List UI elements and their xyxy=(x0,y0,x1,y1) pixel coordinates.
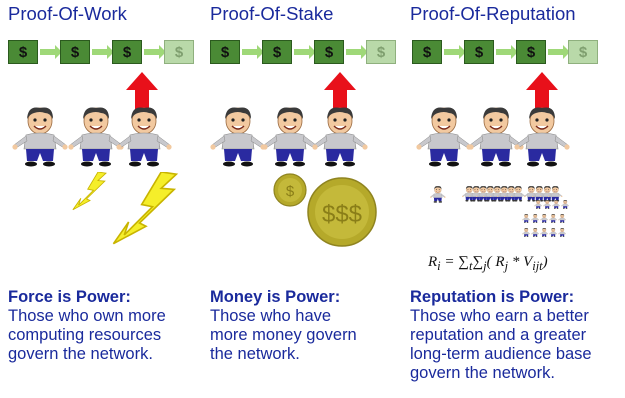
mini-person-icon xyxy=(558,228,566,237)
mini-person-icon xyxy=(549,214,557,223)
reputation-formula: Ri = ∑t∑j( Rj * Vijt) xyxy=(428,254,548,273)
caption-line: more money govern xyxy=(210,326,357,344)
caption-line: reputation and a greater xyxy=(410,326,587,344)
pending-block-icon: $ xyxy=(164,40,194,64)
pending-block-icon: $ xyxy=(366,40,396,64)
caption-heading: Force is Power: xyxy=(8,288,131,306)
caption-line: Those who earn a better xyxy=(410,307,589,325)
dollar-block-icon: $ xyxy=(112,40,142,64)
person-icon xyxy=(12,107,68,167)
caption-line: computing resources xyxy=(8,326,162,344)
person-icon xyxy=(210,107,266,167)
dollar-block-icon: $ xyxy=(60,40,90,64)
lightning-bolt-icon xyxy=(110,172,182,248)
red-up-arrow-icon xyxy=(126,72,158,112)
caption-heading: Money is Power: xyxy=(210,288,341,306)
audience-crowds xyxy=(410,184,622,248)
lightning-bolt-icon xyxy=(72,172,108,212)
dollar-block-icon: $ xyxy=(314,40,344,64)
mini-person-icon xyxy=(522,228,530,237)
chain-link-icon xyxy=(346,45,368,59)
chain-link-icon xyxy=(496,45,518,59)
mini-person-icon xyxy=(430,186,446,203)
mini-person-icon xyxy=(561,200,569,209)
caption-line: long-term audience base xyxy=(410,345,592,363)
dollar-block-icon: $ xyxy=(412,40,442,64)
mini-person-icon xyxy=(531,228,539,237)
mini-person-icon xyxy=(522,214,530,223)
mini-person-icon xyxy=(552,200,560,209)
panel-proof-of-reputation: Proof-Of-Reputation $ $ $ $ Ri = ∑t∑j( R… xyxy=(410,0,622,398)
caption: Force is Power: Those who own more compu… xyxy=(8,288,166,364)
panel-proof-of-stake: Proof-Of-Stake $ $ $ $ $ $$$ Money is Po… xyxy=(210,0,400,398)
chain-link-icon xyxy=(444,45,466,59)
caption-line: govern the network. xyxy=(8,345,153,363)
person-icon xyxy=(514,107,570,167)
chain-link-icon xyxy=(242,45,264,59)
coin-label: $$$ xyxy=(322,201,362,228)
dollar-block-icon: $ xyxy=(8,40,38,64)
mini-person-icon xyxy=(531,214,539,223)
panel-title: Proof-Of-Stake xyxy=(210,3,334,24)
dollar-block-icon: $ xyxy=(210,40,240,64)
chain-link-icon xyxy=(40,45,62,59)
panel-proof-of-work: Proof-Of-Work $ $ $ $ Force is Power: Th… xyxy=(8,0,198,398)
caption-line: the network. xyxy=(210,345,300,363)
mini-person-icon xyxy=(558,214,566,223)
mini-person-icon xyxy=(540,214,548,223)
caption-line: Those who have xyxy=(210,307,332,325)
panel-title: Proof-Of-Reputation xyxy=(410,3,576,24)
red-up-arrow-icon xyxy=(526,72,558,112)
caption-line: govern the network. xyxy=(410,364,555,382)
dollar-block-icon: $ xyxy=(516,40,546,64)
person-icon xyxy=(416,107,472,167)
chain-link-icon xyxy=(144,45,166,59)
person-icon xyxy=(116,107,172,167)
person-icon xyxy=(262,107,318,167)
caption-heading: Reputation is Power: xyxy=(410,288,575,306)
caption-line: Those who own more xyxy=(8,307,166,325)
mini-person-icon xyxy=(549,228,557,237)
chain-link-icon xyxy=(294,45,316,59)
pending-block-icon: $ xyxy=(568,40,598,64)
person-icon xyxy=(312,107,368,167)
mini-person-icon xyxy=(540,228,548,237)
dollar-block-icon: $ xyxy=(262,40,292,64)
coin-icon: $$$ xyxy=(307,177,377,247)
dollar-block-icon: $ xyxy=(464,40,494,64)
mini-person-icon xyxy=(534,200,542,209)
coin-icon: $ xyxy=(273,173,307,207)
red-up-arrow-icon xyxy=(324,72,356,112)
mini-person-icon xyxy=(543,200,551,209)
caption: Reputation is Power: Those who earn a be… xyxy=(410,288,592,383)
chain-link-icon xyxy=(92,45,114,59)
panel-title: Proof-Of-Work xyxy=(8,3,127,24)
chain-link-icon xyxy=(548,45,570,59)
caption: Money is Power: Those who have more mone… xyxy=(210,288,357,364)
coin-label: $ xyxy=(286,183,295,200)
